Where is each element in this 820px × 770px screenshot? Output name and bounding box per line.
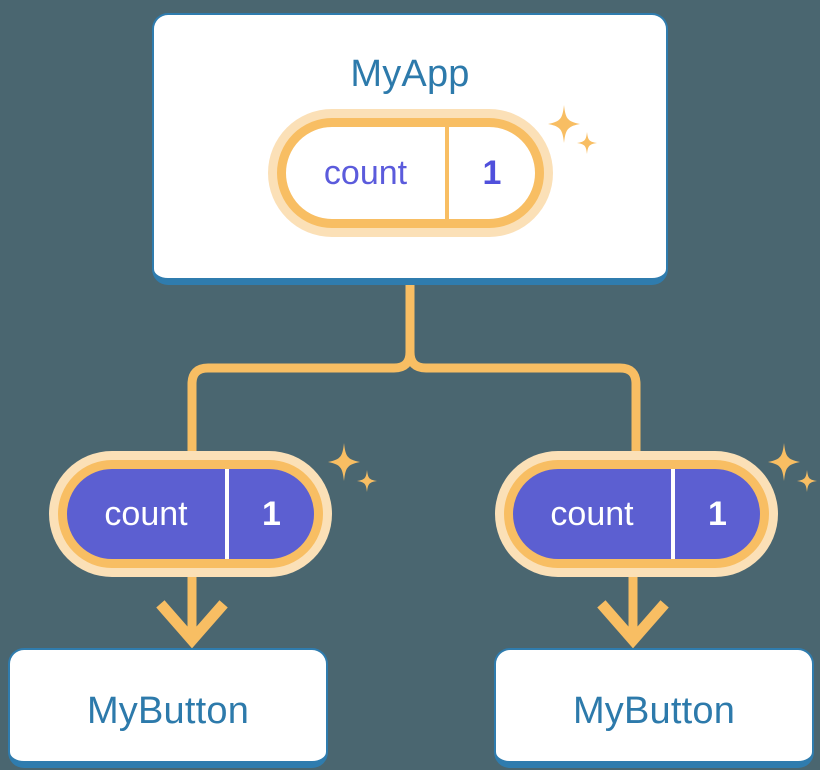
- state-pill-body[interactable]: count 1: [58, 460, 323, 568]
- state-pill-body[interactable]: count 1: [504, 460, 769, 568]
- arrow-down-icon-right: [597, 574, 669, 649]
- component-name-label: MyButton: [572, 690, 736, 732]
- component-name-label: MyApp: [350, 53, 470, 95]
- state-key-label: count: [104, 494, 188, 533]
- state-value-label: 1: [225, 469, 314, 559]
- sparkles-icon: [328, 443, 377, 492]
- state-value-label: 1: [671, 469, 760, 559]
- arrow-down-icon-left: [156, 574, 228, 649]
- component-card-mybutton-left[interactable]: MyButton: [8, 648, 328, 768]
- sparkles-icon: [768, 443, 817, 492]
- component-name-label: MyButton: [86, 690, 250, 732]
- state-key-label: count: [550, 494, 634, 533]
- state-key-label: count: [323, 153, 408, 192]
- tree-branch-connector: [187, 285, 641, 452]
- state-value-label: 1: [445, 127, 535, 219]
- component-card-mybutton-right[interactable]: MyButton: [494, 648, 814, 768]
- state-pill-body[interactable]: count 1: [277, 118, 544, 228]
